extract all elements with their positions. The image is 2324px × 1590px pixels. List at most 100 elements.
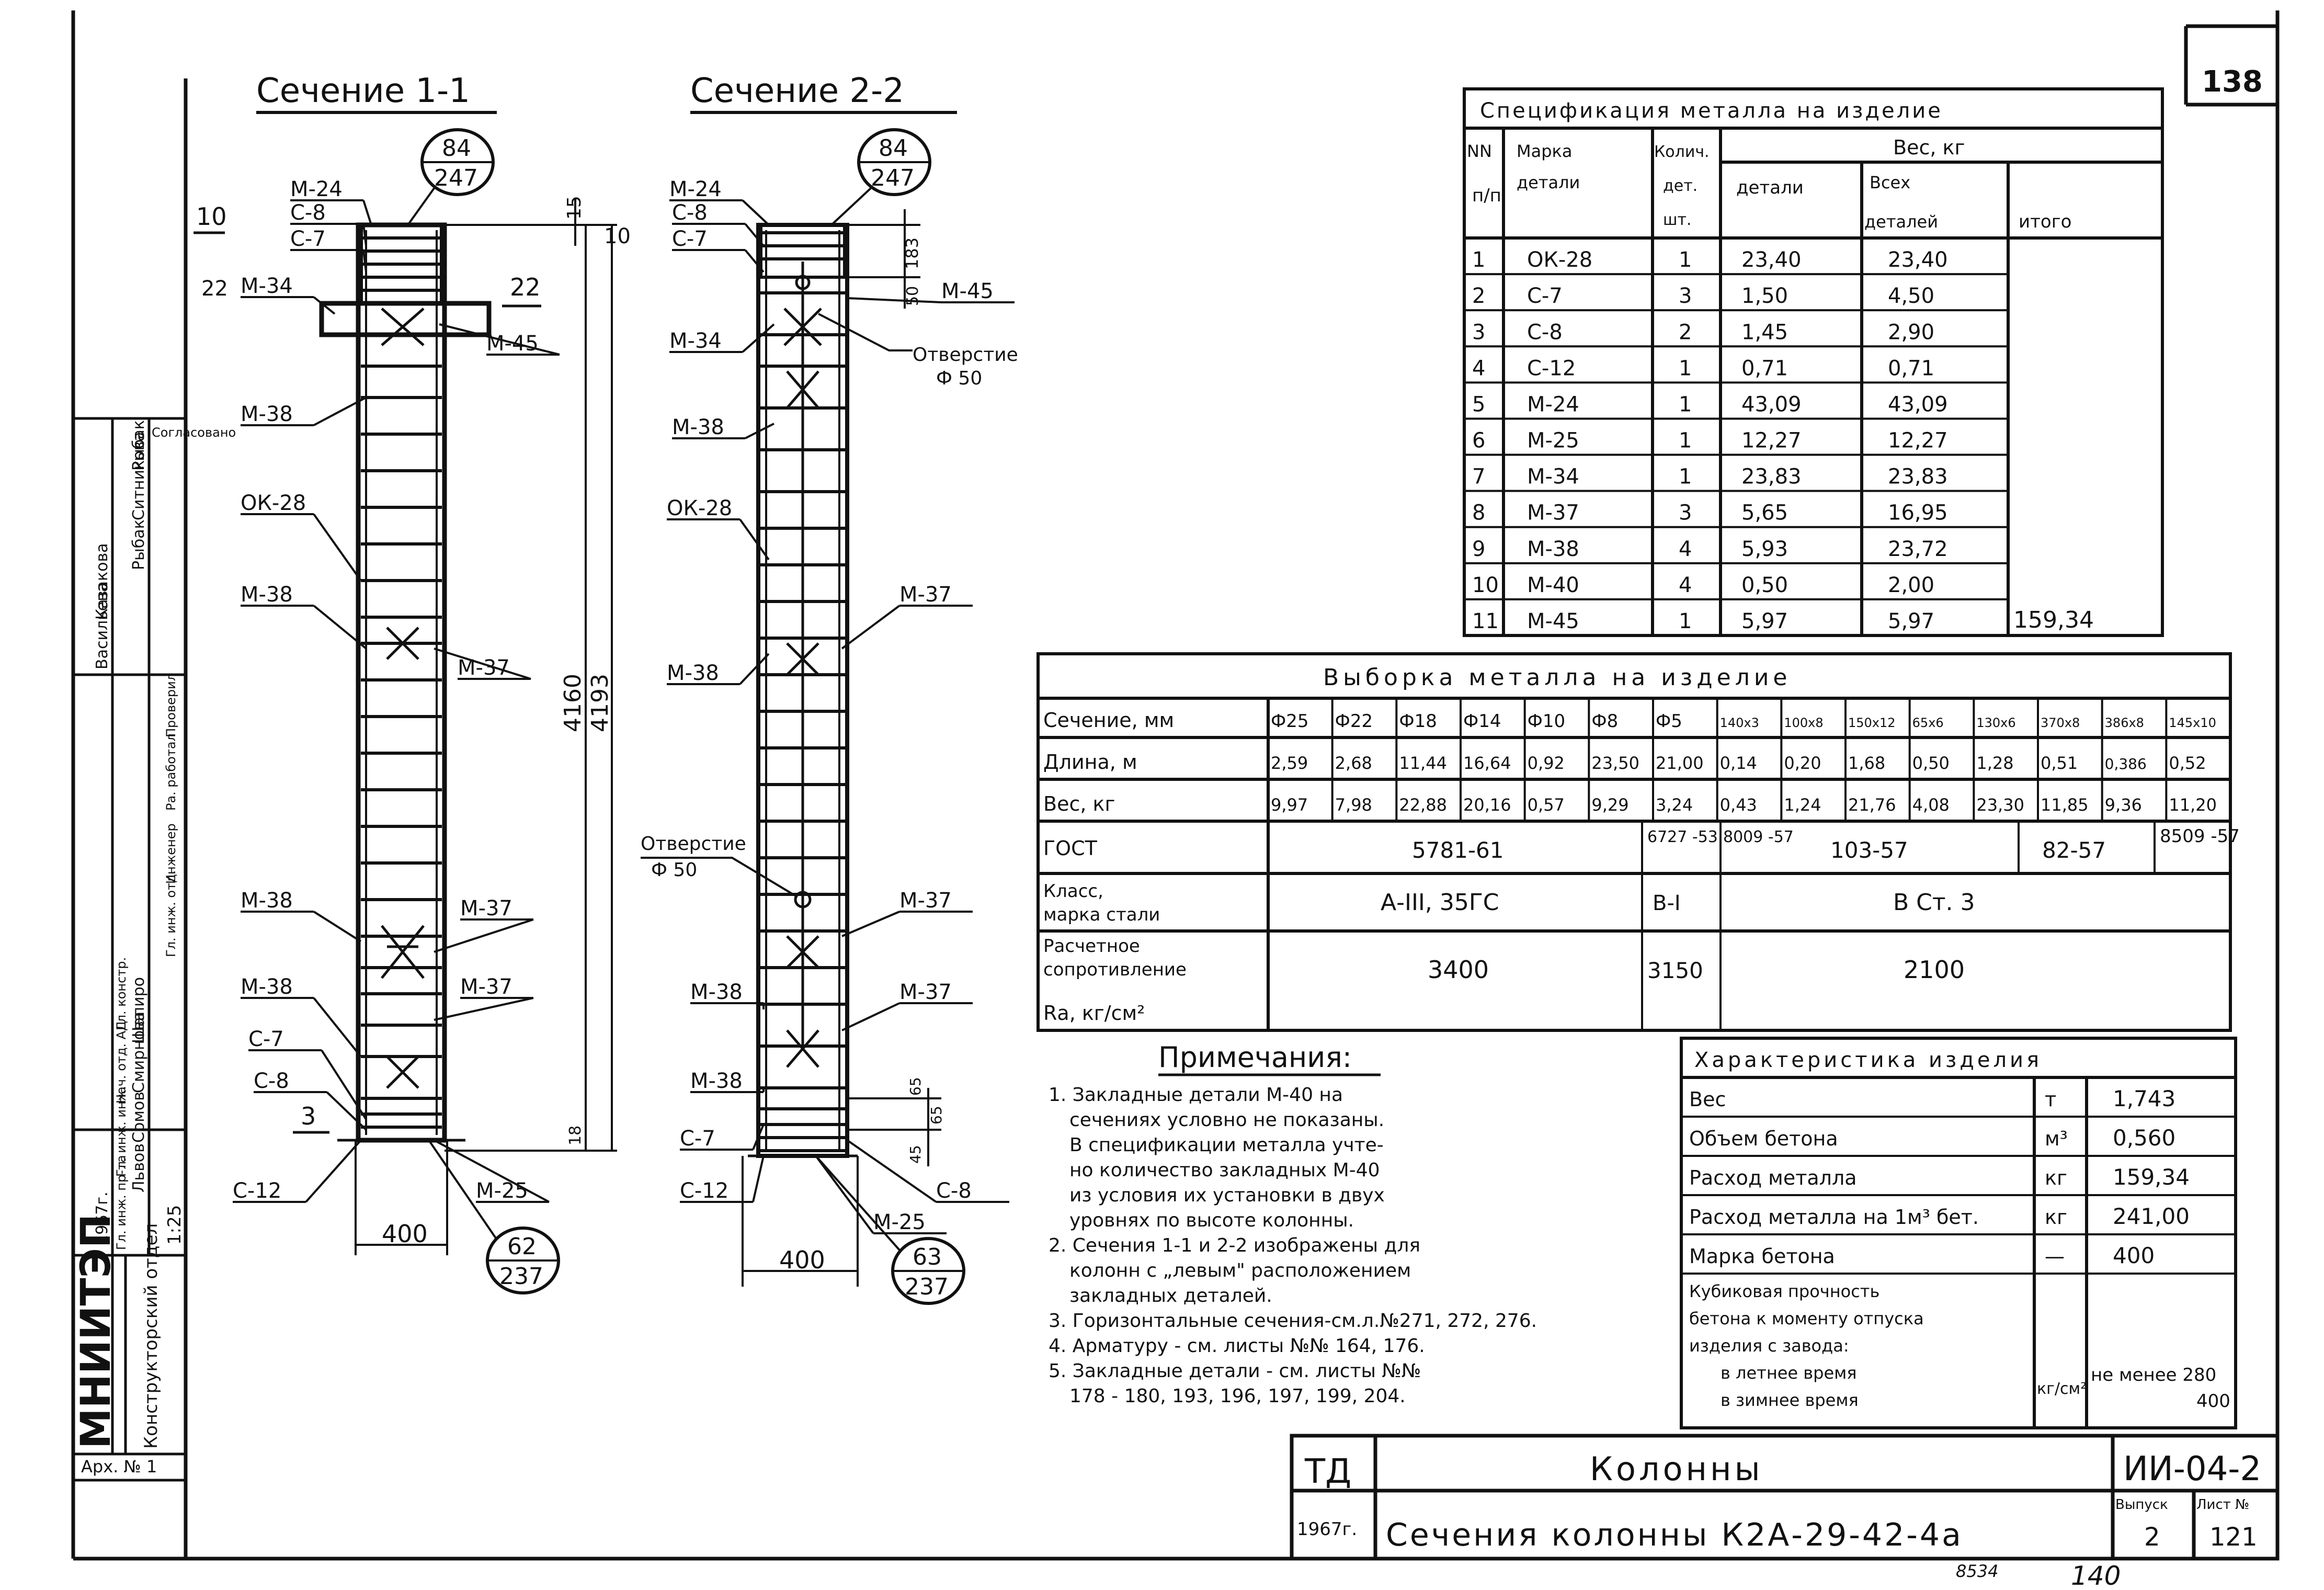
char-strength-unit: кг/см² — [2037, 1380, 2087, 1398]
leader-line — [739, 653, 770, 685]
spec-cell-wdetail: 5,65 — [1741, 501, 1788, 525]
s1-label: М-25 — [476, 1179, 528, 1203]
spec-cell-wdetail: 0,50 — [1741, 573, 1788, 597]
s1-label: М-38 — [241, 583, 293, 607]
sel-cell-weight: 11,20 — [2169, 795, 2217, 815]
s2-label: ОК-28 — [667, 496, 732, 520]
spec-cell-qty: 1 — [1679, 392, 1692, 416]
leader-line — [745, 423, 774, 439]
side-role: Гл. инж. инж. — [114, 1086, 129, 1177]
spec-total: 159,34 — [2013, 607, 2094, 633]
sel-cell-length: 2,59 — [1271, 753, 1308, 773]
spec-cell-qty: 1 — [1679, 609, 1692, 633]
tb-name: Колонны — [1590, 1450, 1763, 1488]
leader-line — [841, 1002, 900, 1031]
note-line: 3. Горизонтальные сечения-см.л.№271, 272… — [1049, 1310, 1537, 1332]
leader-line — [742, 323, 775, 353]
tb-sheet: 121 — [2209, 1523, 2258, 1552]
char-cell-unit: м³ — [2045, 1127, 2068, 1150]
title-block: ТД 1967г. Колонны Сечения колонны К2А-29… — [1290, 1434, 2280, 1561]
note-line: В спецификации металла учте- — [1069, 1134, 1384, 1156]
sel-col-header: 100х8 — [1784, 716, 1823, 730]
char-strength-label: изделия с завода: — [1689, 1336, 1849, 1356]
note-line: 178 - 180, 193, 196, 197, 199, 204. — [1069, 1385, 1406, 1407]
char-strength-label: в летнее время — [1721, 1363, 1857, 1383]
leader-line — [313, 911, 362, 942]
leader-line — [326, 1091, 367, 1131]
leader-line — [362, 249, 367, 272]
s2-hole-label-top: Отверстие — [913, 344, 1018, 366]
sel-cell-weight: 7,98 — [1335, 795, 1372, 815]
spec-cell-wall: 4,50 — [1888, 284, 1934, 308]
char-cell-unit: кг — [2045, 1206, 2067, 1229]
s1-label: М-37 — [458, 656, 510, 680]
tb-year: 1967г. — [1297, 1519, 1357, 1540]
side-name: Сомов — [130, 1092, 148, 1143]
spec-h-wall1: Всех — [1870, 173, 1910, 192]
s2-callout-bottom: 63 237 — [815, 1155, 965, 1305]
spec-h-wdetail: детали — [1736, 177, 1804, 198]
spec-cell-wdetail: 23,83 — [1741, 465, 1802, 489]
spec-h-qty1: Колич. — [1654, 143, 1710, 161]
s2-dim-50: 50 — [904, 286, 922, 306]
s2-callout-top-den: 247 — [871, 165, 915, 191]
s1-label: М-37 — [460, 975, 512, 999]
spec-cell-nn: 2 — [1472, 284, 1485, 308]
s1-label: С-8 — [254, 1069, 289, 1093]
s2-label: М-37 — [899, 889, 952, 913]
side-name: Казакова — [93, 543, 111, 620]
s2-callout-top: 84 247 — [830, 128, 931, 226]
leader-line — [313, 605, 367, 650]
leader-line — [321, 1049, 367, 1120]
s1-dim-4160: 4160 — [560, 674, 586, 732]
spec-cell-nn: 3 — [1472, 320, 1485, 344]
s1-label: М-34 — [241, 274, 293, 298]
spec-title: Спецификация металла на изделие — [1480, 99, 1943, 123]
side-role: Гл. инж. отд. — [164, 870, 178, 957]
sel-class-1: А-III, 35ГС — [1381, 889, 1499, 916]
leader-line — [434, 1139, 550, 1203]
sel-cell-length: 0,52 — [2169, 753, 2206, 773]
spec-cell-wdetail: 23,40 — [1741, 248, 1802, 272]
spec-cell-mark: М-25 — [1527, 429, 1579, 453]
sel-col-header: Ф14 — [1463, 711, 1501, 732]
side-role: Проверил — [164, 673, 178, 737]
leader-line — [434, 997, 534, 1021]
sel-resist-1: 3400 — [1428, 956, 1489, 984]
stamp-code: 8534 — [1956, 1561, 1998, 1581]
leader-line — [434, 648, 531, 680]
spec-cell-qty: 1 — [1679, 429, 1692, 453]
sel-resist-2: 3150 — [1647, 958, 1703, 983]
s2-label: С-7 — [680, 1127, 715, 1151]
s2-dim-65b: 65 — [928, 1106, 945, 1125]
spec-cell-nn: 4 — [1472, 356, 1485, 380]
side-role: Ра. работал — [164, 733, 178, 811]
s1-callout-bottom-den: 237 — [499, 1263, 543, 1290]
leader-line — [313, 296, 336, 315]
spec-cell-wall: 2,00 — [1888, 573, 1934, 597]
leader-line — [841, 911, 900, 937]
section-2-2: Сечение 2-2 — [641, 72, 1018, 1305]
s2-label: М-38 — [690, 980, 743, 1004]
spec-h-weight: Вес, кг — [1893, 136, 1965, 159]
spec-cell-wall: 43,09 — [1888, 392, 1948, 416]
s2-callout-bottom-den: 237 — [905, 1274, 949, 1300]
spec-cell-nn: 9 — [1472, 537, 1485, 561]
spec-cell-qty: 1 — [1679, 465, 1692, 489]
side-name: Смирнова — [130, 1012, 148, 1093]
s1-callout-top-num: 84 — [442, 135, 471, 162]
side-role: Нач. отд. АД — [114, 1021, 129, 1104]
sel-cell-length: 0,14 — [1720, 753, 1757, 773]
leader-line — [752, 1155, 765, 1202]
sel-cell-length: 11,44 — [1399, 753, 1447, 773]
s1-label: М-38 — [241, 402, 293, 426]
sel-cell-length: 2,68 — [1335, 753, 1372, 773]
sel-col-header: Ф5 — [1656, 711, 1682, 732]
sel-cell-weight: 3,24 — [1656, 795, 1693, 815]
s2-callout-bottom-num: 63 — [913, 1244, 942, 1270]
char-cell-value: 1,743 — [2113, 1086, 2175, 1111]
spec-cell-wall: 23,40 — [1888, 248, 1948, 272]
page-number-bottom: 140 — [2071, 1561, 2121, 1590]
char-cell-value: 400 — [2113, 1243, 2155, 1268]
